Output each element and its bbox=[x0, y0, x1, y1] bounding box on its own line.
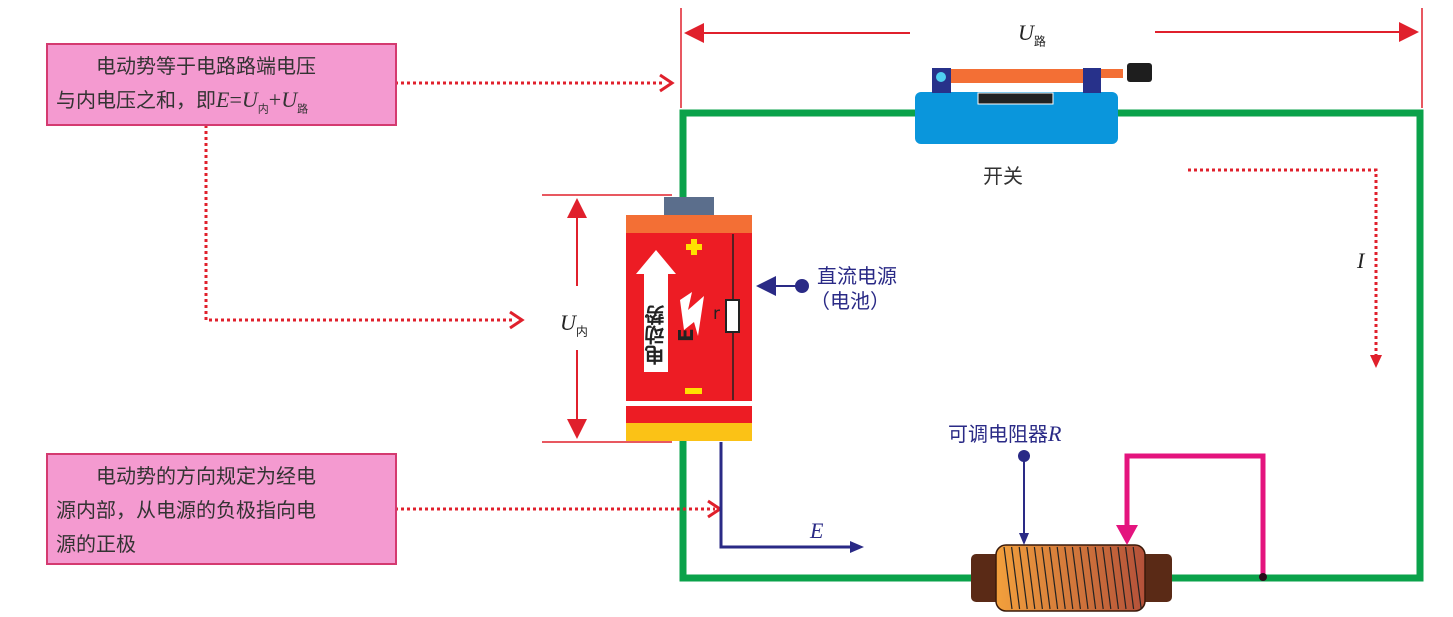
note-emf-sum-line2: 与内电压之和，即 bbox=[56, 88, 216, 112]
coil-winding bbox=[1094, 546, 1104, 610]
coil-winding bbox=[1117, 546, 1127, 610]
label-emf-direction: E bbox=[810, 518, 824, 543]
battery-pointer bbox=[756, 276, 809, 296]
rheostat bbox=[971, 544, 1172, 612]
note-emf-sum-line1: 电动势等于电路路端电压 bbox=[96, 54, 316, 78]
rheostat-slider bbox=[1116, 453, 1267, 581]
coil-winding bbox=[1018, 546, 1028, 610]
label-current: I bbox=[1357, 248, 1365, 273]
coil-winding bbox=[1109, 546, 1119, 610]
internal-voltage-dimension bbox=[542, 194, 672, 443]
current-arrow bbox=[1188, 168, 1382, 368]
emf-direction-arrow bbox=[719, 442, 864, 553]
note-emf-sum: 电动势等于电路路端电压 与内电压之和，即E=U内+U路 bbox=[46, 43, 397, 126]
rheostat-pointer bbox=[1018, 450, 1030, 545]
note-pointers bbox=[204, 81, 715, 511]
switch bbox=[915, 63, 1152, 144]
coil-winding bbox=[1003, 546, 1013, 610]
coil-winding bbox=[1132, 546, 1142, 610]
formula-u-internal-sub: 内 bbox=[257, 102, 269, 116]
external-voltage-dimension bbox=[680, 8, 1423, 108]
label-battery-emf: 电动势E bbox=[644, 305, 698, 365]
label-u-internal: U内 bbox=[560, 310, 588, 339]
circuit-wire bbox=[679, 109, 1424, 582]
formula-u-internal: U bbox=[241, 87, 258, 112]
label-dc-source-line2: （电池） bbox=[810, 289, 890, 313]
note-emf-direction-line1: 电动势的方向规定为经电 bbox=[96, 464, 316, 488]
coil-winding bbox=[1071, 546, 1081, 610]
coil-winding bbox=[1079, 546, 1089, 610]
label-dc-source-line1: 直流电源 bbox=[817, 264, 897, 288]
note-emf-direction: 电动势的方向规定为经电 源内部，从电源的负极指向电 源的正极 bbox=[46, 453, 397, 565]
coil-winding bbox=[1064, 546, 1074, 610]
coil-winding bbox=[1011, 546, 1021, 610]
coil-winding bbox=[1041, 546, 1051, 610]
label-rheostat: 可调电阻器R bbox=[948, 421, 1062, 446]
formula-plus: + bbox=[268, 87, 282, 112]
note-emf-direction-line2: 源内部，从电源的负极指向电 bbox=[56, 498, 316, 522]
coil-winding bbox=[1102, 546, 1112, 610]
label-internal-resistance: r bbox=[713, 304, 720, 324]
coil-winding bbox=[1087, 546, 1097, 610]
label-u-external: U路 bbox=[1018, 20, 1046, 49]
formula-u-external: U bbox=[281, 87, 298, 112]
label-switch: 开关 bbox=[983, 164, 1023, 188]
coil-winding bbox=[1056, 546, 1066, 610]
note-emf-direction-line3: 源的正极 bbox=[56, 532, 136, 556]
coil-winding bbox=[1049, 546, 1059, 610]
formula-u-external-sub: 路 bbox=[297, 102, 309, 116]
formula-eq: = bbox=[229, 87, 242, 112]
coil-winding bbox=[1026, 546, 1036, 610]
battery bbox=[626, 197, 752, 441]
coil-winding bbox=[1033, 546, 1043, 610]
formula-e: E bbox=[216, 87, 230, 112]
coil-winding bbox=[1125, 546, 1135, 610]
